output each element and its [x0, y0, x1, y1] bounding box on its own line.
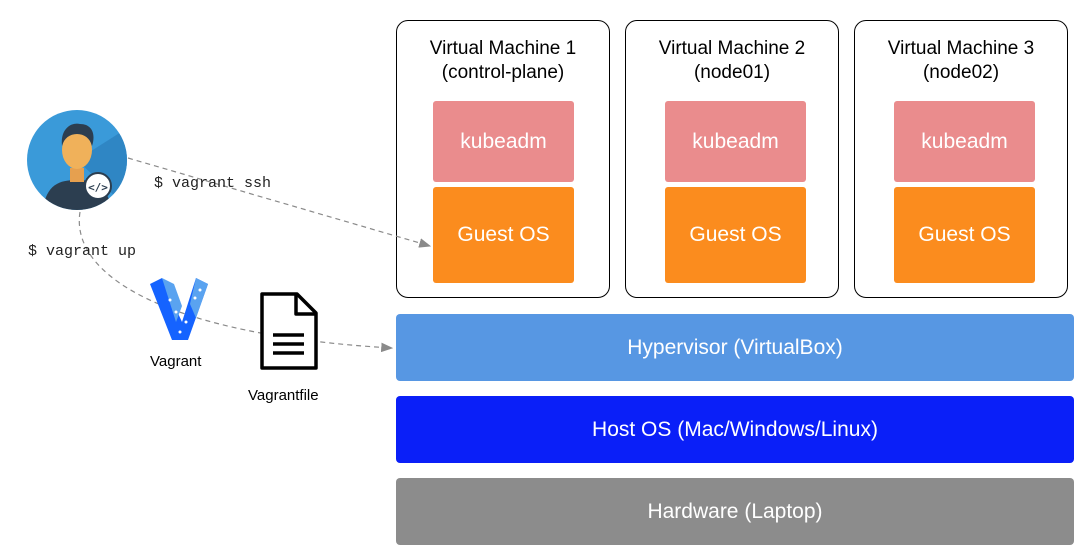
vm-3-title: Virtual Machine 3 (node02) [855, 37, 1067, 85]
hardware-layer: Hardware (Laptop) [396, 478, 1074, 545]
vm-2-container: Virtual Machine 2 (node01) kubeadm Guest… [625, 20, 839, 298]
vm-2-kubeadm-box: kubeadm [665, 101, 806, 182]
vagrant-ssh-command: $ vagrant ssh [154, 175, 272, 192]
vm-1-container: Virtual Machine 1 (control-plane) kubead… [396, 20, 610, 298]
vm-1-kubeadm-box: kubeadm [433, 101, 574, 182]
vm-2-title: Virtual Machine 2 (node01) [626, 37, 838, 85]
vm-3-guest-os-box: Guest OS [894, 187, 1035, 283]
vm-3-container: Virtual Machine 3 (node02) kubeadm Guest… [854, 20, 1068, 298]
document-icon [260, 292, 318, 370]
vm-3-title-line2: (node02) [922, 62, 1000, 83]
vm-3-kubeadm-box: kubeadm [894, 101, 1035, 182]
vagrant-up-command: $ vagrant up [28, 243, 137, 260]
hypervisor-layer: Hypervisor (VirtualBox) [396, 314, 1074, 381]
vagrant-logo-icon [150, 278, 208, 340]
vm-1-title-line2: (control-plane) [441, 62, 565, 83]
vm-1-guest-os-box: Guest OS [433, 187, 574, 283]
svg-text:</>: </> [88, 181, 108, 194]
vm-1-title-line1: Virtual Machine 1 [429, 38, 577, 59]
vagrant-label: Vagrant [150, 353, 202, 370]
vm-1-title: Virtual Machine 1 (control-plane) [397, 37, 609, 85]
vm-2-guest-os-box: Guest OS [665, 187, 806, 283]
vagrantfile-label: Vagrantfile [248, 387, 319, 404]
developer-avatar-icon: </> [27, 110, 127, 210]
ssh-arrow [127, 157, 432, 248]
up-arrow [78, 211, 394, 353]
vm-3-title-line1: Virtual Machine 3 [887, 38, 1035, 59]
vm-2-title-line1: Virtual Machine 2 [658, 38, 806, 59]
vm-2-title-line2: (node01) [693, 62, 771, 83]
host-os-layer: Host OS (Mac/Windows/Linux) [396, 396, 1074, 463]
